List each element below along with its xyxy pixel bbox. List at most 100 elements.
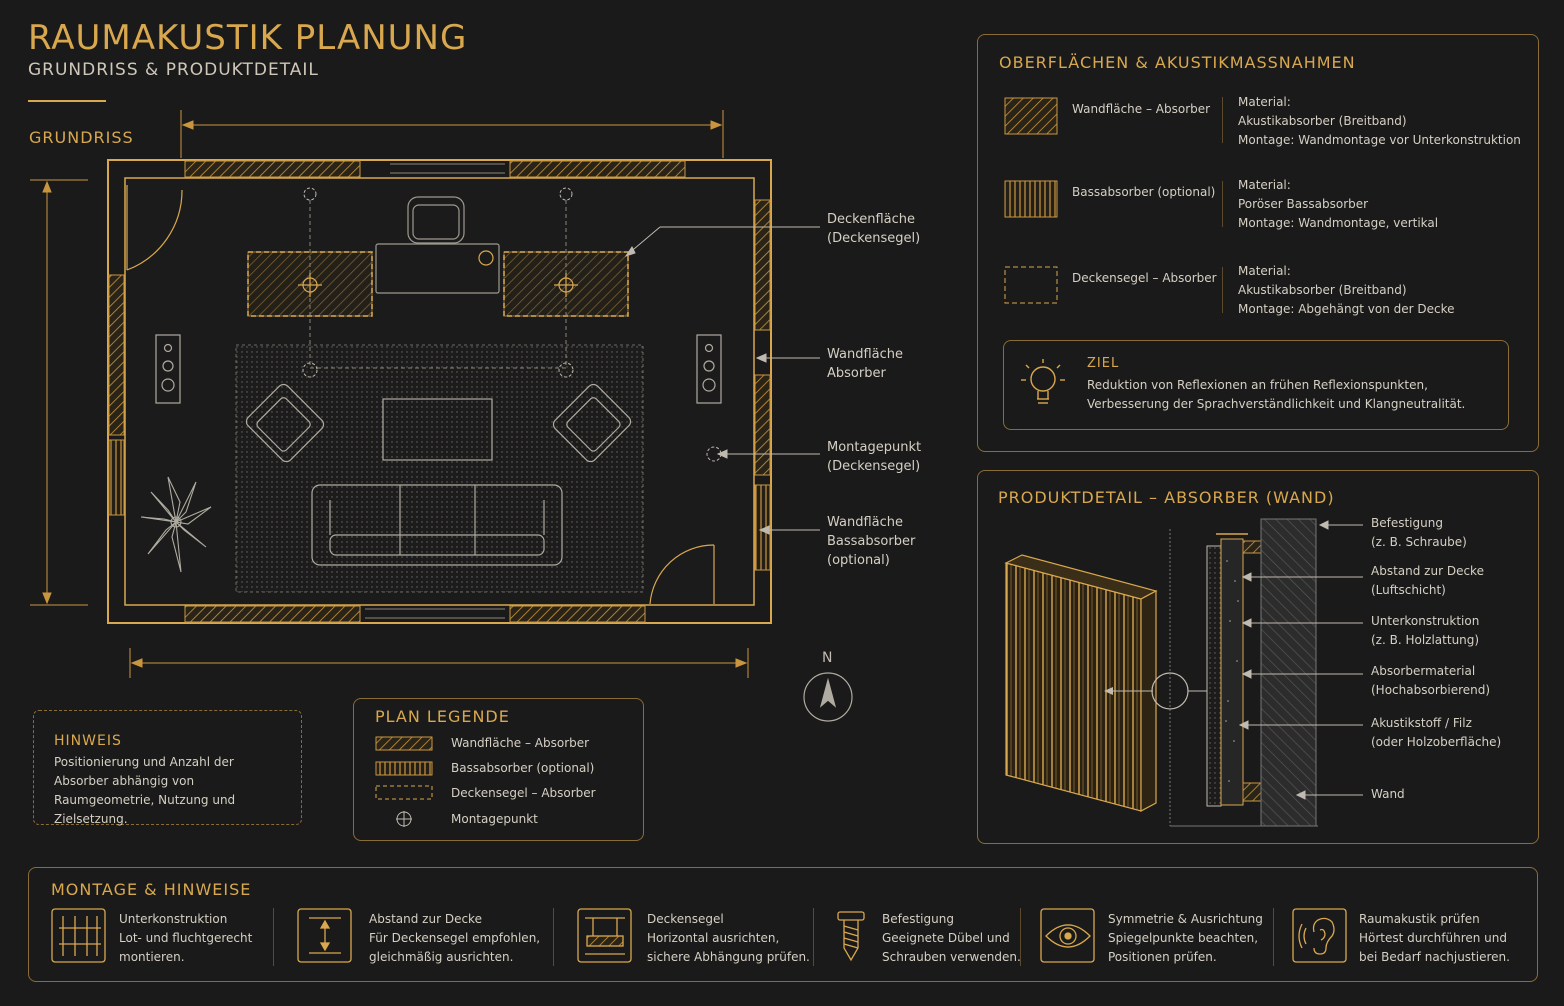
detail-label-fixing: Befestigung (z. B. Schraube) [1371, 514, 1467, 552]
divider [1222, 267, 1223, 313]
legend-title: PLAN LEGENDE [375, 707, 510, 726]
legend-item: Montagepunkt [451, 812, 538, 826]
mounting-item-line: montieren. [119, 950, 185, 964]
callout-line: Montagepunkt [827, 440, 922, 455]
page-title: RAUMAKUSTIK PLANUNG [28, 18, 468, 58]
eye-icon [1040, 908, 1095, 963]
mounting-item-substructure: Unterkonstruktion Lot- und fluchtgerecht… [119, 910, 252, 967]
detail-label-wall: Wand [1371, 787, 1405, 801]
callout-line: Wandfläche [827, 347, 904, 362]
divider [1222, 97, 1223, 143]
legend-item: Deckensegel – Absorber [451, 786, 596, 800]
mounting-item-line: sichere Abhängung prüfen. [647, 950, 810, 964]
divider [1020, 908, 1021, 966]
mounting-item-line: Geeignete Dübel und [882, 931, 1010, 945]
mounting-item-ceiling-panel: Deckensegel Horizontal ausrichten, siche… [647, 910, 810, 967]
callout-mounting-point: Montagepunkt (Deckensegel) [827, 438, 921, 476]
detail-line: (oder Holzoberfläche) [1371, 735, 1502, 749]
lightbulb-icon [1021, 359, 1065, 404]
legend-mount-icon [396, 811, 412, 827]
surface-name: Deckensegel – Absorber [1072, 271, 1217, 285]
mounting-item-title: Abstand zur Decke [369, 912, 482, 926]
mounting-item-fixing: Befestigung Geeignete Dübel und Schraube… [882, 910, 1021, 967]
material-line: Material: [1238, 95, 1291, 109]
callout-line: Deckenfläche [827, 212, 915, 227]
goal-line: Reduktion von Reflexionen an frühen Refl… [1087, 378, 1428, 392]
detail-line: (z. B. Holzlattung) [1371, 633, 1480, 647]
mounting-item-line: bei Bedarf nachjustieren. [1359, 950, 1510, 964]
mounting-item-line: Schrauben verwenden. [882, 950, 1021, 964]
material-line: Montage: Wandmontage, vertikal [1238, 216, 1439, 230]
mounting-item-line: Spiegelpunkte beachten, [1108, 931, 1259, 945]
title-divider [28, 100, 106, 102]
mounting-item-acoustic-check: Raumakustik prüfen Hörtest durchführen u… [1359, 910, 1510, 967]
surface-swatch-ceiling [1004, 266, 1058, 304]
mounting-item-distance: Abstand zur Decke Für Deckensegel empfoh… [369, 910, 540, 967]
surface-material: Material: Poröser Bassabsorber Montage: … [1238, 176, 1438, 233]
legend-item: Bassabsorber (optional) [451, 761, 595, 775]
mounting-title: MONTAGE & HINWEISE [51, 880, 252, 899]
mounting-item-symmetry: Symmetrie & Ausrichtung Spiegelpunkte be… [1108, 910, 1263, 967]
callout-ceiling-surface: Deckenfläche (Deckensegel) [827, 210, 920, 248]
callout-line: (Deckensegel) [827, 231, 921, 246]
callout-line: Bassabsorber [827, 534, 916, 549]
mounting-item-title: Symmetrie & Ausrichtung [1108, 912, 1263, 926]
detail-label-substructure: Unterkonstruktion (z. B. Holzlattung) [1371, 612, 1479, 650]
mounting-item-title: Deckensegel [647, 912, 724, 926]
mounting-item-line: Für Deckensegel empfohlen, [369, 931, 541, 945]
plan-legend: PLAN LEGENDE Wandfläche – Absorber Bassa… [353, 698, 644, 841]
detail-label-air-gap: Abstand zur Decke (Luftschicht) [1371, 562, 1484, 600]
surface-name: Wandfläche – Absorber [1072, 102, 1211, 116]
callout-bass-absorber: Wandfläche Bassabsorber (optional) [827, 513, 915, 570]
detail-line: Abstand zur Decke [1371, 564, 1484, 578]
distance-icon [297, 908, 352, 963]
mounting-item-line: Horizontal ausrichten, [647, 931, 780, 945]
mounting-item-line: Lot- und fluchtgerecht [119, 931, 253, 945]
mounting-item-line: Hörtest durchführen und [1359, 931, 1507, 945]
hint-box: HINWEIS Positionierung und Anzahl der Ab… [33, 710, 302, 826]
detail-line: Unterkonstruktion [1371, 614, 1480, 628]
legend-swatch-ceiling [375, 785, 433, 800]
divider [1273, 908, 1274, 966]
mounting-item-title: Befestigung [882, 912, 954, 926]
material-line: Akustikabsorber (Breitband) [1238, 114, 1407, 128]
detail-label-absorber-material: Absorbermaterial (Hochabsorbierend) [1371, 662, 1490, 700]
product-title: PRODUKTDETAIL – ABSORBER (WAND) [998, 488, 1335, 507]
callout-wall-absorber: Wandfläche Absorber [827, 345, 903, 383]
detail-line: Akustikstoff / Filz [1371, 716, 1472, 730]
surface-material: Material: Akustikabsorber (Breitband) Mo… [1238, 93, 1521, 150]
surfaces-panel: OBERFLÄCHEN & AKUSTIKMASSNAHMEN Wandfläc… [977, 34, 1539, 452]
legend-item: Wandfläche – Absorber [451, 736, 590, 750]
mounting-item-line: Positionen prüfen. [1108, 950, 1217, 964]
surface-swatch-bass [1004, 180, 1058, 218]
divider [273, 908, 274, 966]
divider [553, 908, 554, 966]
compass-north-label: N [822, 650, 833, 666]
ear-icon [1292, 908, 1347, 963]
screw-icon [837, 911, 865, 962]
mounting-item-title: Unterkonstruktion [119, 912, 228, 926]
surface-swatches [1004, 97, 1058, 304]
material-line: Material: [1238, 178, 1291, 192]
goal-line: Verbesserung der Sprachverständlichkeit … [1087, 397, 1466, 411]
callout-line: (optional) [827, 553, 890, 568]
callout-line: Wandfläche [827, 515, 904, 530]
detail-label-fabric: Akustikstoff / Filz (oder Holzoberfläche… [1371, 714, 1501, 752]
divider [813, 908, 814, 966]
callout-line: (Deckensegel) [827, 459, 921, 474]
detail-line: (z. B. Schraube) [1371, 535, 1467, 549]
detail-line: Absorbermaterial [1371, 664, 1476, 678]
goal-box: ZIEL Reduktion von Reflexionen an frühen… [1003, 340, 1509, 430]
mounting-item-title: Raumakustik prüfen [1359, 912, 1480, 926]
hint-text: Positionierung und Anzahl der Absorber a… [54, 755, 236, 826]
surfaces-title: OBERFLÄCHEN & AKUSTIKMASSNAHMEN [999, 53, 1356, 72]
mounting-item-line: gleichmäßig ausrichten. [369, 950, 514, 964]
material-line: Montage: Wandmontage vor Unterkonstrukti… [1238, 133, 1521, 147]
floorplan-label: GRUNDRISS [29, 128, 134, 147]
hint-title: HINWEIS [54, 733, 122, 749]
goal-text: Reduktion von Reflexionen an frühen Refl… [1087, 376, 1465, 414]
material-line: Akustikabsorber (Breitband) [1238, 283, 1407, 297]
page-subtitle: GRUNDRISS & PRODUKTDETAIL [28, 60, 319, 80]
frame-icon [51, 908, 106, 963]
